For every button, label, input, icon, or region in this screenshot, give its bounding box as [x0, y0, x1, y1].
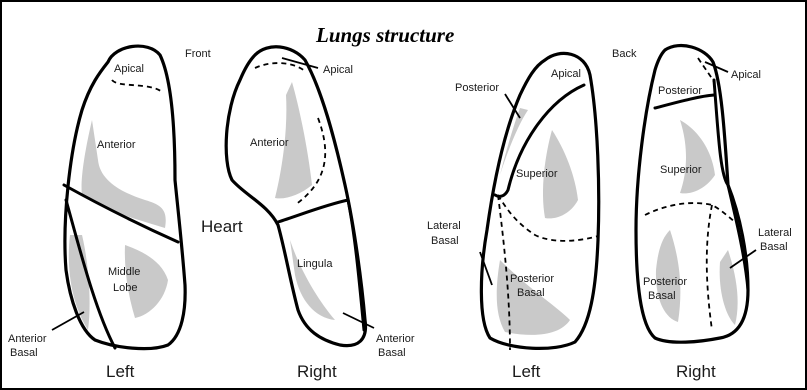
label-front-left-side: Left [106, 362, 135, 381]
label-front-left-anterior-basal-1: Anterior [8, 333, 47, 345]
diagram-title: Lungs structure [315, 23, 454, 47]
label-back-left-posterior: Posterior [455, 82, 499, 94]
label-front-right-anterior-basal-2: Basal [378, 347, 406, 359]
label-back-left-superior: Superior [516, 168, 558, 180]
label-front-right-anterior: Anterior [250, 137, 289, 149]
label-back-right-posterior-basal-2: Basal [648, 290, 676, 302]
label-front-left-middle-lobe-2: Lobe [113, 282, 137, 294]
label-front-left-middle-lobe-1: Middle [108, 266, 140, 278]
label-front-right-side: Right [297, 362, 337, 381]
label-back-left-posterior-basal-1: Posterior [510, 273, 554, 285]
label-back-right-superior: Superior [660, 164, 702, 176]
label-back-left-apical: Apical [551, 68, 581, 80]
front-right-lung-outline [226, 47, 365, 346]
label-back-right-posterior: Posterior [658, 85, 702, 97]
label-front-left-anterior-basal-2: Basal [10, 347, 38, 359]
label-back-right-posterior-basal-1: Posterior [643, 276, 687, 288]
view-label-back: Back [612, 48, 637, 60]
view-label-front: Front [185, 48, 211, 60]
label-front-right-apical: Apical [323, 64, 353, 76]
label-heart: Heart [201, 217, 243, 236]
back-left-lung [480, 53, 599, 350]
label-front-right-anterior-basal-1: Anterior [376, 333, 415, 345]
label-front-right-lingula: Lingula [297, 258, 333, 270]
label-back-right-apical: Apical [731, 69, 761, 81]
label-back-left-side: Left [512, 362, 541, 381]
label-front-left-anterior: Anterior [97, 139, 136, 151]
label-back-right-lateral-basal-2: Basal [760, 241, 788, 253]
front-right-lung [226, 47, 374, 346]
label-back-left-posterior-basal-2: Basal [517, 287, 545, 299]
label-back-right-lateral-basal-1: Lateral [758, 227, 792, 239]
label-back-left-lateral-basal-2: Basal [431, 235, 459, 247]
label-back-right-side: Right [676, 362, 716, 381]
label-back-left-lateral-basal-1: Lateral [427, 220, 461, 232]
label-front-left-apical: Apical [114, 63, 144, 75]
front-left-lung [52, 46, 185, 349]
